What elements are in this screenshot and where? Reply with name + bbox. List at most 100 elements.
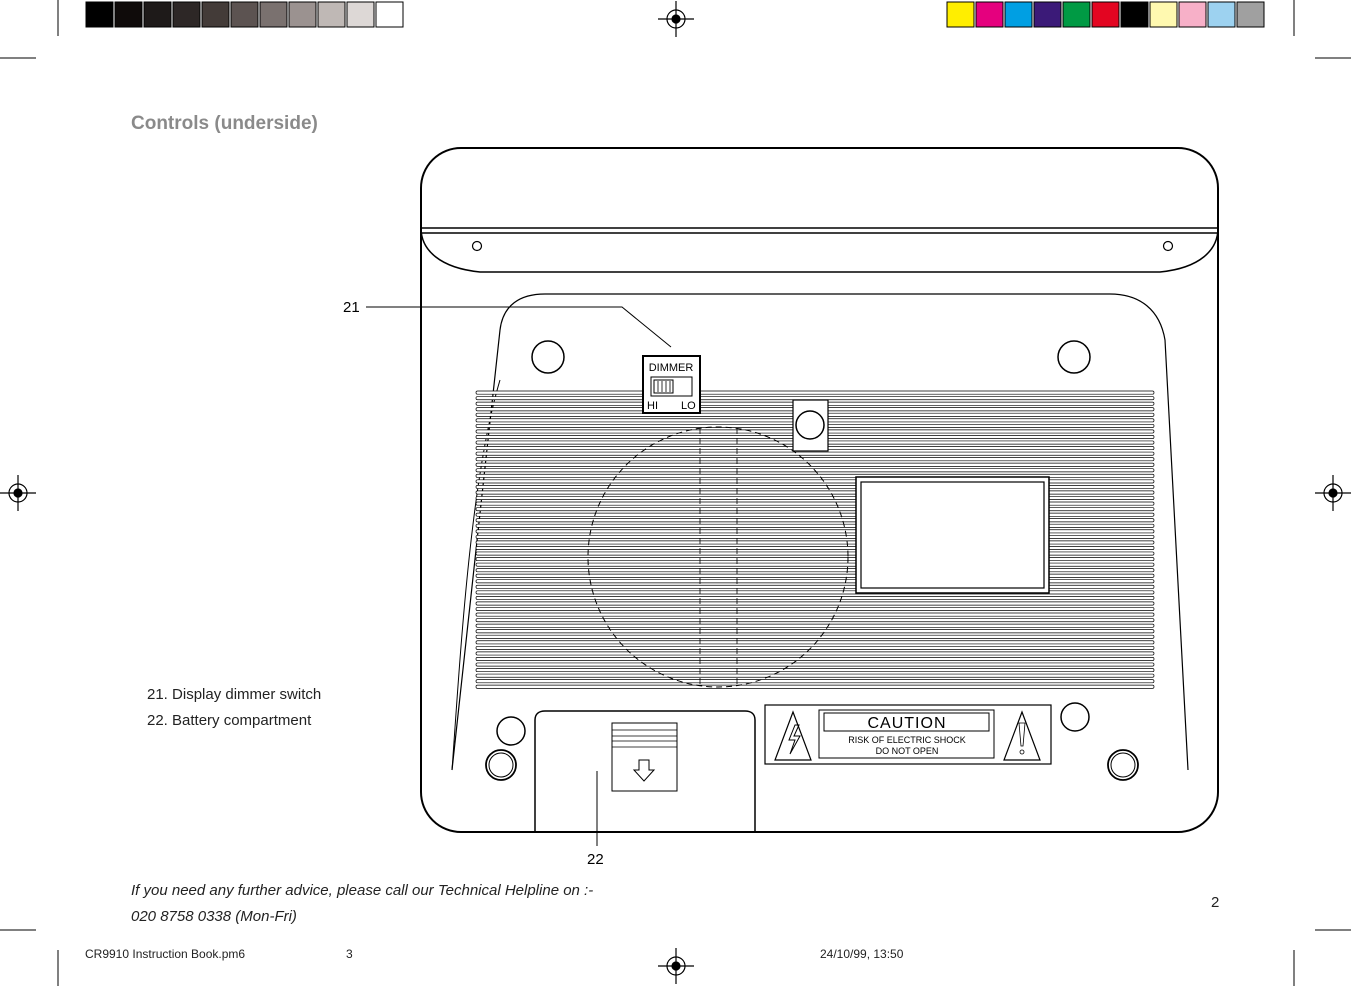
callout-22: 22 xyxy=(587,851,604,868)
grille-slat xyxy=(475,568,1155,573)
color-swatch xyxy=(1004,1,1033,28)
grille-slat xyxy=(475,590,1155,595)
footer-filename: CR9910 Instruction Book.pm6 xyxy=(85,947,246,961)
callout-21: 21 xyxy=(343,299,360,316)
battery-compartment[interactable] xyxy=(534,710,756,832)
registration-mark-right xyxy=(1315,475,1351,511)
grey-swatch xyxy=(85,1,114,28)
registration-mark-bottom xyxy=(658,948,694,984)
color-swatch xyxy=(1149,1,1178,28)
color-swatch xyxy=(1062,1,1091,28)
dimmer-switch-knob-ridges xyxy=(657,381,671,392)
caution-line-2: DO NOT OPEN xyxy=(876,746,939,756)
grey-swatch xyxy=(230,1,259,28)
grille-slat xyxy=(475,529,1155,534)
grille-slat xyxy=(475,573,1155,578)
color-swatch xyxy=(946,1,975,28)
exclamation-dot-icon xyxy=(1019,749,1025,755)
grille-slat xyxy=(475,546,1155,550)
lightning-warning-icon xyxy=(774,710,812,761)
grille-slat xyxy=(475,534,1155,539)
exclamation-warning-icon xyxy=(1003,710,1041,761)
legend-item-dimmer: 21. Display dimmer switch xyxy=(147,686,321,703)
grille-slat xyxy=(475,679,1155,684)
dimmer-switch-hi: HI xyxy=(647,400,658,412)
legend-number: 21. xyxy=(147,686,168,703)
foot-top-left xyxy=(531,340,565,374)
screw-hole-right xyxy=(1162,240,1174,252)
foot-bottom-left xyxy=(485,749,517,781)
grey-swatch xyxy=(172,1,201,28)
foot-bottom-right-small xyxy=(1060,702,1090,732)
label-panel-inner xyxy=(860,481,1045,589)
grille-slat xyxy=(475,473,1155,478)
lightning-bolt-icon xyxy=(788,724,801,755)
color-swatch xyxy=(1178,1,1207,28)
grille-slat xyxy=(475,479,1155,484)
grille-slat xyxy=(475,485,1155,489)
grille-slat xyxy=(475,623,1155,628)
grille-slat xyxy=(475,396,1155,401)
foot-bottom-left-small xyxy=(496,716,526,746)
exclamation-mark-icon xyxy=(1018,722,1026,747)
color-swatch xyxy=(1091,1,1120,28)
grille-slat xyxy=(475,662,1155,667)
color-swatch xyxy=(1120,1,1149,28)
grille-slat xyxy=(475,462,1155,467)
grey-swatch xyxy=(143,1,172,28)
grille-slat xyxy=(475,551,1155,556)
color-swatch xyxy=(1033,1,1062,28)
legend-number: 22. xyxy=(147,712,168,729)
grille-slat xyxy=(475,457,1155,462)
radio-body xyxy=(420,147,1219,833)
grille-slat xyxy=(475,668,1155,673)
grey-swatch xyxy=(201,1,230,28)
grille-slat xyxy=(475,584,1155,589)
grey-calibration-bar xyxy=(85,1,404,28)
callout-21-leader xyxy=(366,306,672,348)
inner-panel xyxy=(451,293,1189,771)
grille-slat xyxy=(475,607,1155,612)
grille-slat xyxy=(475,612,1155,617)
foot-bottom-right-inner xyxy=(1110,752,1136,778)
grey-swatch xyxy=(346,1,375,28)
down-arrow-icon xyxy=(632,759,656,782)
grille-slat xyxy=(475,618,1155,623)
grey-swatch xyxy=(317,1,346,28)
footer-page-number: 3 xyxy=(346,947,353,961)
helpline-phone: 020 8758 0338 (Mon-Fri) xyxy=(131,908,297,925)
grille-slat xyxy=(475,601,1155,606)
registration-mark-top xyxy=(658,1,694,37)
color-swatch xyxy=(975,1,1004,28)
grille-slat xyxy=(475,595,1155,600)
dimmer-switch-lo: LO xyxy=(681,400,696,412)
legend-text: Battery compartment xyxy=(172,712,312,729)
grille-slat xyxy=(475,634,1155,639)
grille-slat xyxy=(475,562,1155,567)
grille-slat xyxy=(475,579,1155,584)
color-calibration-bar xyxy=(946,1,1265,28)
caution-line-1: RISK OF ELECTRIC SHOCK xyxy=(848,735,966,745)
grille-slat xyxy=(475,557,1155,562)
caution-title-box xyxy=(823,712,990,732)
grey-swatch xyxy=(114,1,143,28)
dimmer-switch-knob[interactable] xyxy=(653,379,674,394)
grille-slat xyxy=(475,496,1155,501)
grey-swatch xyxy=(288,1,317,28)
page-number: 2 xyxy=(1211,894,1220,911)
grille-slat xyxy=(475,684,1155,689)
registration-mark-left xyxy=(0,475,36,511)
grille-slat xyxy=(475,673,1155,678)
foot-top-right xyxy=(1057,340,1091,374)
grille-slat xyxy=(475,540,1155,545)
grille-slat xyxy=(475,501,1155,506)
dimmer-switch-title: DIMMER xyxy=(649,362,694,374)
grille-slat xyxy=(475,629,1155,634)
screw-hole-left xyxy=(471,240,483,252)
grille-slat xyxy=(475,518,1155,523)
grey-swatch xyxy=(375,1,404,28)
caution-title: CAUTION xyxy=(868,715,947,732)
legend-text: Display dimmer switch xyxy=(172,686,322,703)
legend-item-battery: 22. Battery compartment xyxy=(147,712,311,729)
